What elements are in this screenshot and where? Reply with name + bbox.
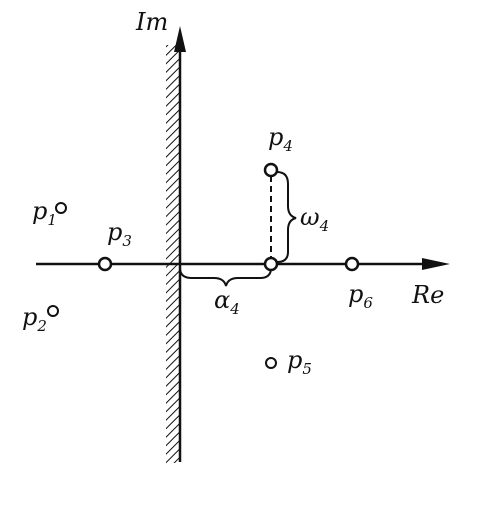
- pole-p3-label: p3: [107, 218, 132, 250]
- omega-brace: [276, 171, 297, 263]
- pole-p3-marker: [97, 256, 113, 272]
- pole-p6-label: p6: [348, 280, 373, 312]
- imaginary-axis-label: Im: [135, 8, 168, 36]
- hatched-boundary: [166, 45, 180, 463]
- omega-label: ω4: [300, 203, 329, 235]
- alpha-brace: [179, 267, 272, 287]
- pole-p1-marker: [55, 202, 67, 214]
- pole-p2-marker: [47, 305, 59, 317]
- pole-p4-projection-marker: [263, 256, 279, 272]
- real-axis-arrow: [422, 258, 450, 270]
- imaginary-axis-arrow: [174, 26, 186, 52]
- pole-p2-label: p2: [22, 303, 47, 335]
- pole-p6-marker: [344, 256, 360, 272]
- pole-p5-label: p5: [287, 346, 312, 378]
- pole-p4-label: p4: [268, 123, 293, 155]
- alpha-label: α4: [214, 286, 240, 318]
- pole-p4-marker: [263, 162, 279, 178]
- real-axis-label: Re: [411, 281, 444, 309]
- pole-p1-label: p1: [32, 197, 57, 229]
- pole-p5-marker: [265, 357, 277, 369]
